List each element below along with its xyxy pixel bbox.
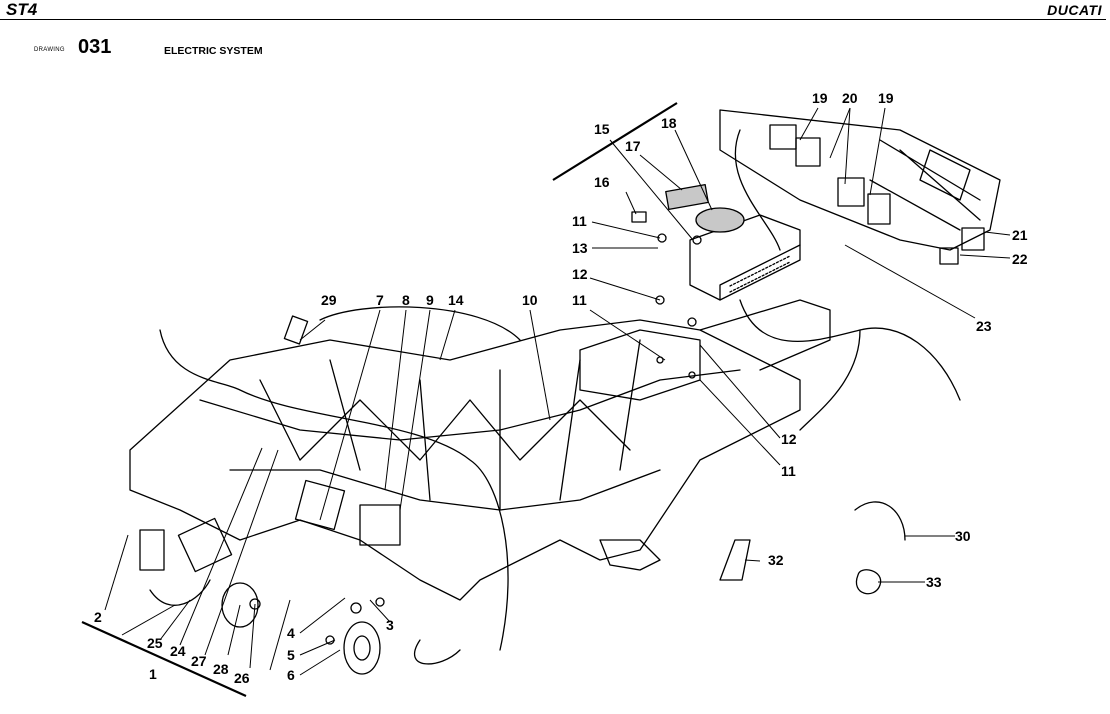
callout-8: 8	[402, 292, 410, 308]
callout-26: 26	[234, 670, 250, 686]
callout-32: 32	[768, 552, 784, 568]
callout-30: 30	[955, 528, 971, 544]
callout-24: 24	[170, 643, 186, 659]
callout-21: 21	[1012, 227, 1028, 243]
model-name: ST4	[6, 0, 38, 19]
callout-9: 9	[426, 292, 434, 308]
callout-15: 15	[594, 121, 610, 137]
callout-16: 16	[594, 174, 610, 190]
callout-3: 3	[386, 617, 394, 633]
header-rule	[0, 19, 1106, 20]
callout-19-right: 19	[878, 90, 894, 106]
callout-33: 33	[926, 574, 942, 590]
callout-25: 25	[147, 635, 163, 651]
brand-logo: DUCATI	[1047, 2, 1102, 18]
callout-13: 13	[572, 240, 588, 256]
leader-lines	[81, 102, 1011, 698]
callout-11-mid: 11	[572, 292, 587, 308]
callout-11-top: 11	[572, 213, 587, 229]
callout-5: 5	[287, 647, 295, 663]
callout-12-low: 12	[781, 431, 797, 447]
callout-11-low: 11	[781, 463, 796, 479]
callout-2: 2	[94, 609, 102, 625]
callout-14: 14	[448, 292, 464, 308]
frame-drawing	[129, 109, 1001, 675]
callout-7: 7	[376, 292, 384, 308]
callout-18: 18	[661, 115, 677, 131]
callout-17: 17	[625, 138, 641, 154]
callout-20: 20	[842, 90, 858, 106]
callout-1: 1	[149, 666, 157, 682]
callout-12-top: 12	[572, 266, 588, 282]
drawing-title: ELECTRIC SYSTEM	[164, 45, 263, 57]
callout-10: 10	[522, 292, 538, 308]
callout-27: 27	[191, 653, 207, 669]
callout-4: 4	[287, 625, 295, 641]
callout-6: 6	[287, 667, 295, 683]
callout-23: 23	[976, 318, 992, 334]
callout-22: 22	[1012, 251, 1028, 267]
callout-29: 29	[321, 292, 337, 308]
drawing-label: DRAWING	[34, 47, 65, 53]
callout-28: 28	[213, 661, 229, 677]
callout-19-left: 19	[812, 90, 828, 106]
drawing-number: 031	[78, 36, 112, 58]
